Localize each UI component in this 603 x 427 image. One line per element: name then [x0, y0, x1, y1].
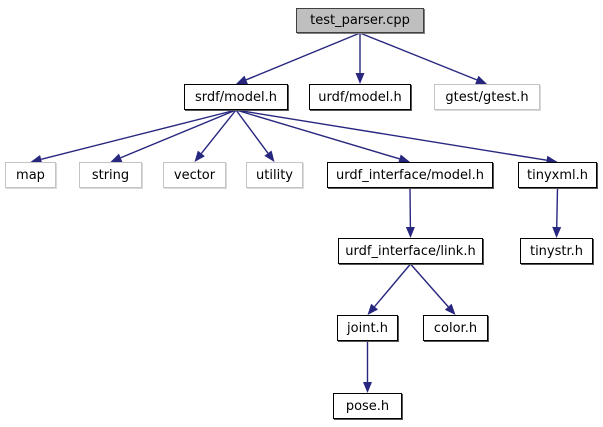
- graph-node-test_parser[interactable]: test_parser.cpp: [296, 8, 424, 33]
- arrowhead: [444, 303, 456, 315]
- graph-node-label: test_parser.cpp: [310, 13, 410, 28]
- graph-node-urdf_iface_model[interactable]: urdf_interface/model.h: [327, 162, 493, 188]
- graph-node-label: urdf/model.h: [318, 89, 402, 105]
- graph-node-tinystr[interactable]: tinystr.h: [520, 238, 593, 264]
- graph-edge-urdf_iface_link-to-joint: [367, 263, 412, 315]
- graph-node-srdf_model[interactable]: srdf/model.h: [184, 84, 288, 110]
- graph-node-gtest[interactable]: gtest/gtest.h: [434, 84, 540, 110]
- graph-node-urdf_model[interactable]: urdf/model.h: [309, 84, 411, 110]
- graph-node-utility[interactable]: utility: [246, 162, 303, 188]
- graph-node-vector[interactable]: vector: [163, 162, 226, 188]
- graph-node-joint[interactable]: joint.h: [337, 315, 398, 341]
- graph-node-tinyxml[interactable]: tinyxml.h: [518, 162, 597, 188]
- graph-node-label: map: [16, 167, 45, 183]
- graph-edge-tinyxml-to-tinystr: [552, 187, 562, 238]
- graph-edge-joint-to-pose: [363, 341, 372, 393]
- graph-node-label: tinyxml.h: [527, 167, 588, 183]
- graph-node-pose[interactable]: pose.h: [333, 393, 402, 419]
- arrowhead: [194, 150, 205, 162]
- graph-node-label: gtest/gtest.h: [445, 89, 529, 105]
- graph-node-label: urdf_interface/link.h: [345, 243, 476, 259]
- graph-edge-test_parser-to-gtest: [359, 32, 487, 85]
- graph-edge-srdf_model-to-utility: [235, 109, 275, 162]
- graph-edge-urdf_iface_link-to-color: [409, 263, 456, 315]
- graph-node-label: string: [91, 167, 130, 183]
- graph-node-urdf_iface_link[interactable]: urdf_interface/link.h: [338, 238, 483, 264]
- graph-edge-test_parser-to-srdf_model: [236, 32, 361, 84]
- arrowhead: [475, 75, 487, 85]
- graph-node-map[interactable]: map: [5, 162, 56, 188]
- graph-node-string[interactable]: string: [79, 162, 142, 188]
- arrowhead: [405, 226, 415, 238]
- graph-edge-srdf_model-to-urdf_iface_model: [235, 109, 410, 164]
- graph-node-label: color.h: [433, 320, 478, 336]
- graph-edge-urdf_iface_model-to-urdf_iface_link: [405, 187, 415, 238]
- graph-edge-srdf_model-to-tinyxml: [235, 109, 558, 165]
- graph-node-label: srdf/model.h: [195, 89, 277, 105]
- arrowhead: [264, 150, 275, 162]
- arrowhead: [236, 75, 248, 84]
- graph-edge-srdf_model-to-string: [110, 109, 237, 162]
- graph-node-label: joint.h: [347, 320, 388, 336]
- graph-node-color[interactable]: color.h: [423, 315, 488, 341]
- graph-edge-srdf_model-to-map: [30, 109, 237, 164]
- graph-edge-srdf_model-to-vector: [194, 109, 237, 162]
- graph-edge-test_parser-to-urdf_model: [355, 33, 365, 84]
- graph-node-label: tinystr.h: [529, 243, 584, 259]
- arrowhead: [355, 73, 365, 84]
- arrowhead: [552, 226, 562, 238]
- arrowhead: [110, 153, 123, 162]
- graph-node-label: pose.h: [345, 398, 390, 414]
- arrowhead: [367, 303, 379, 315]
- arrowhead: [363, 382, 372, 393]
- graph-node-label: vector: [173, 167, 216, 183]
- graph-node-label: utility: [256, 167, 293, 183]
- graph-node-label: urdf_interface/model.h: [336, 167, 484, 183]
